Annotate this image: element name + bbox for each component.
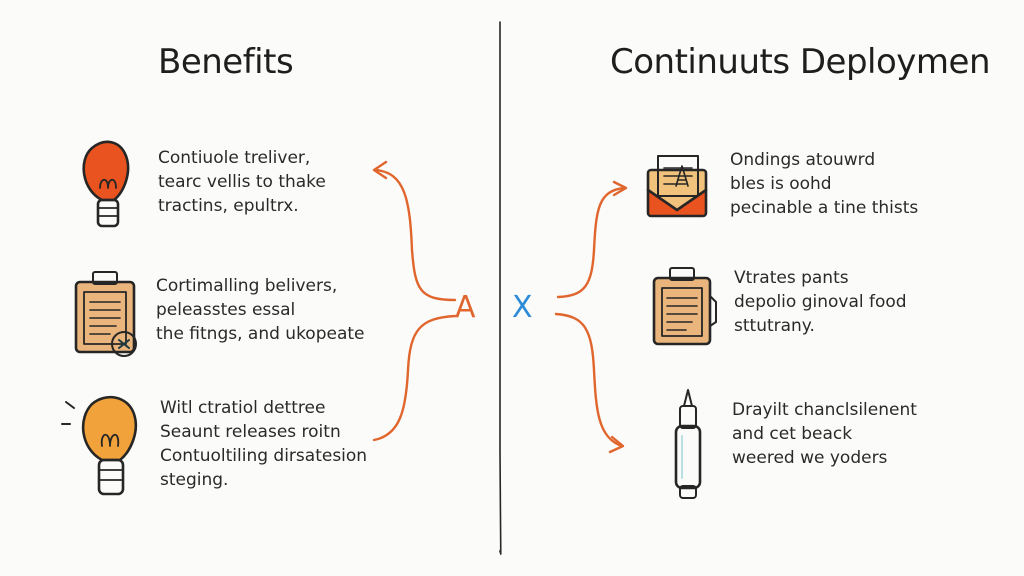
note-line: Vtrates pants — [734, 268, 849, 288]
center-divider — [498, 21, 502, 555]
note-line: Contiuole treliver, — [158, 148, 311, 168]
marker-pen-icon — [674, 389, 702, 499]
left-arrow-bottom — [372, 314, 457, 442]
left-title: Benefits — [158, 42, 294, 82]
note-line: Ondings atouwrd — [730, 150, 876, 170]
note-line: pecinable a tine thists — [730, 198, 919, 218]
lightbulb-icon-2 — [61, 395, 138, 496]
right-arrow-top-head — [612, 180, 628, 197]
right-arrow-bottom — [554, 312, 624, 448]
note-line: sttutrany. — [734, 316, 815, 336]
envelope-icon — [646, 155, 708, 218]
note-line: Cortimalling belivers, — [156, 276, 338, 296]
note-line: Witl ctratiol dettree — [160, 398, 326, 418]
note-line: the fitngs, and ukopeate — [156, 324, 365, 344]
left-note-1: Contiuole treliver, tearc vellis to thak… — [158, 146, 378, 218]
center-letter-a: A — [455, 290, 476, 325]
right-note-2: Vtrates pants depolio ginoval food sttut… — [734, 266, 954, 338]
note-line: peleasstes essal — [156, 300, 296, 320]
left-note-2: Cortimalling belivers, peleasstes essal … — [156, 274, 376, 346]
note-line: steging. — [160, 470, 229, 490]
note-line: weered we yoders — [732, 448, 888, 468]
note-line: Seaunt releases roitn — [160, 422, 341, 442]
note-line: Contuoltiling dirsatesion — [160, 446, 368, 466]
lightbulb-icon-1 — [82, 140, 130, 228]
note-line: bles is oohd — [730, 174, 832, 194]
right-note-3: Drayilt chanclsilenent and cet beack wee… — [732, 398, 952, 470]
clipboard-icon-2 — [652, 267, 717, 346]
note-line: and cet beack — [732, 424, 853, 444]
note-line: tractins, epultrx. — [158, 196, 299, 216]
left-note-3: Witl ctratiol dettree Seaunt releases ro… — [160, 396, 380, 492]
right-arrow-bottom-head — [608, 435, 625, 454]
left-arrow-top — [373, 168, 457, 302]
clipboard-icon-1 — [74, 271, 137, 357]
right-title: Continuuts Deploymen — [610, 42, 991, 82]
left-arrow-top-head — [372, 160, 388, 180]
note-line: Drayilt chanclsilenent — [732, 400, 917, 420]
right-arrow-top — [556, 186, 627, 299]
center-letter-x: X — [512, 290, 533, 325]
note-line: depolio ginoval food — [734, 292, 907, 312]
right-note-1: Ondings atouwrd bles is oohd pecinable a… — [730, 148, 950, 220]
note-line: tearc vellis to thake — [158, 172, 326, 192]
